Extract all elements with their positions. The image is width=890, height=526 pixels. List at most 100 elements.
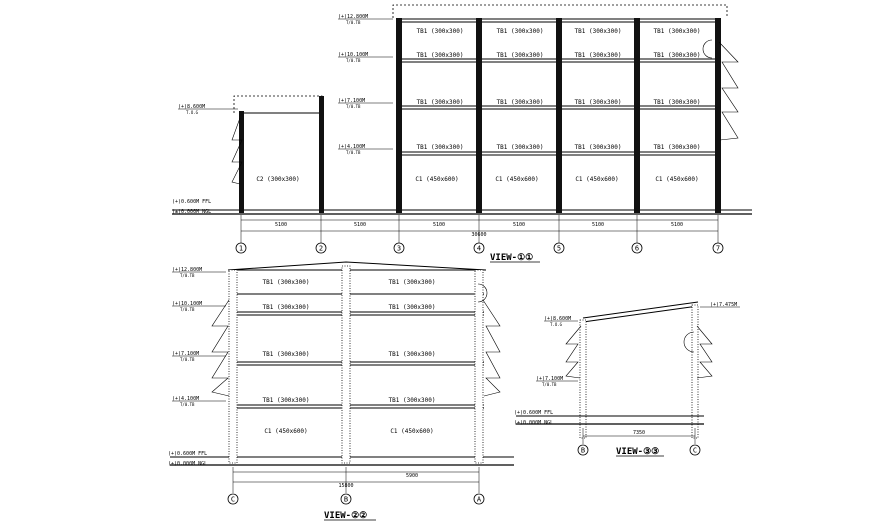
axis-label: 1 (239, 245, 243, 253)
level-label: (+)7.100M (338, 98, 365, 104)
level-sub: T.O.G (186, 110, 199, 115)
bay-dim: 5100 (354, 222, 366, 228)
axis-label: 5 (557, 245, 561, 253)
axis-label: 2 (319, 245, 323, 253)
bay-dim: 5100 (513, 222, 525, 228)
bay-dim: 5100 (275, 222, 287, 228)
beam-label: TB1 (300x300) (575, 52, 622, 59)
beam-label: TB1 (300x300) (575, 99, 622, 106)
axis-label: 3 (397, 245, 401, 253)
view-2-elevation: TB1 (300x300) TB1 (300x300) TB1 (300x300… (168, 261, 514, 521)
level-label: (+)7.475M (710, 302, 737, 308)
column-axis-b (341, 265, 351, 464)
axis-label: 4 (477, 245, 481, 253)
beam-label: TB1 (300x300) (417, 99, 464, 106)
level-label: (+)8.600M (544, 316, 571, 322)
roof-slope-top (582, 301, 699, 319)
wall-axis-b (579, 319, 587, 439)
column-label: C2 (300x300) (256, 176, 299, 183)
axis-label: 7 (716, 245, 720, 253)
beam-label: TB1 (300x300) (417, 28, 464, 35)
detail-callout (477, 283, 488, 303)
level-label: (±)0.000M NGL (172, 209, 211, 215)
view-2-beam-labels: TB1 (300x300) TB1 (300x300) TB1 (300x300… (263, 279, 436, 404)
view-2-title: VIEW-②② (324, 511, 367, 521)
beam-label: TB1 (300x300) (389, 304, 436, 311)
column-label: C1 (450x600) (495, 176, 538, 183)
column-axis-a (474, 269, 484, 464)
bay-dim: 5100 (433, 222, 445, 228)
beam-label: TB1 (300x300) (417, 52, 464, 59)
beam-label: TB1 (300x300) (575, 144, 622, 151)
level-label: (+)0.600M FFL (172, 199, 211, 205)
level-label: (+)4.100M (172, 396, 199, 402)
view-2-level-marks: (+)12.800M T/0.TB (+)10.100M T/0.TB (+)7… (168, 267, 226, 467)
axis-label: C (231, 496, 235, 504)
level-label: (+)10.100M (172, 301, 202, 307)
bay-dim: 5100 (671, 222, 683, 228)
break-line-right (696, 325, 713, 379)
detail-callout (683, 331, 695, 353)
level-label: (+)4.100M (338, 144, 365, 150)
column-axis-2 (319, 96, 324, 213)
column-axis-4 (476, 18, 482, 213)
total-dim: 15800 (338, 483, 353, 489)
view-1-level-marks: (+)12.800M T/0.TB (+)10.100M T/0.TB (+)8… (172, 14, 393, 215)
level-sub: T/0.TB (346, 150, 361, 155)
view-1-axis-bubbles: 1 2 3 4 5 6 7 (235, 242, 724, 254)
break-line-right (482, 299, 501, 397)
beam-label: TB1 (300x300) (389, 351, 436, 358)
beam-label: TB1 (300x300) (654, 99, 701, 106)
beam-label: TB1 (300x300) (389, 279, 436, 286)
axis-label: B (581, 447, 585, 455)
beam-label: TB1 (300x300) (263, 397, 310, 404)
level-label: (±)0.000M NGL (514, 420, 553, 426)
column-label: C1 (450x600) (390, 428, 433, 435)
width-dim: 7350 (633, 430, 645, 436)
break-line-right (718, 41, 739, 141)
column-axis-3 (396, 18, 402, 213)
level-sub: T/0.TB (180, 273, 195, 278)
column-label: C1 (450x600) (575, 176, 618, 183)
beam-label: TB1 (300x300) (575, 28, 622, 35)
level-sub: T.O.G (550, 322, 563, 327)
level-label: (+)7.100M (536, 376, 563, 382)
break-line-left (211, 299, 230, 397)
level-label: (+)0.600M FFL (168, 451, 207, 457)
beam-label: TB1 (300x300) (654, 28, 701, 35)
view-3-elevation: (+)8.600M T.O.G (+)7.100M T/0.TB (+)0.60… (514, 301, 740, 457)
beam-label: TB1 (300x300) (263, 351, 310, 358)
view-1-columns (239, 18, 721, 213)
level-sub: T/0.TB (346, 58, 361, 63)
beam-label: TB1 (300x300) (497, 28, 544, 35)
view-2-columns (228, 265, 484, 464)
level-label: (+)12.800M (172, 267, 202, 273)
bay-dim: 5100 (592, 222, 604, 228)
view-1-dimensions: 5100 5100 5100 5100 5100 5100 30600 (240, 215, 719, 243)
view-1-column-labels: C2 (300x300) C1 (450x600) C1 (450x600) C… (256, 176, 698, 183)
level-sub: T/0.TB (346, 20, 361, 25)
view-2-axis-bubbles: C B A (227, 493, 485, 505)
view-1-title: VIEW-①① (490, 253, 533, 263)
level-label: (+)10.100M (338, 52, 368, 58)
roof-outline (227, 261, 487, 271)
break-line-left (231, 117, 243, 185)
column-axis-7 (715, 18, 721, 213)
level-sub: T/0.TB (180, 307, 195, 312)
level-label: (+)12.800M (338, 14, 368, 20)
wall-axis-c (691, 304, 699, 439)
level-label: (±)0.000M NGL (168, 461, 207, 467)
view-3-level-marks: (+)8.600M T.O.G (+)7.100M T/0.TB (+)0.60… (514, 302, 740, 426)
parapet-high (392, 4, 728, 18)
beam-label: TB1 (300x300) (497, 144, 544, 151)
axis-label: C (693, 447, 697, 455)
axis-label: A (477, 496, 482, 504)
axis-label: 6 (635, 245, 639, 253)
column-axis-5 (556, 18, 562, 213)
view-1-elevation: TB1 (300x300) TB1 (300x300) TB1 (300x300… (172, 4, 752, 263)
column-label: C1 (450x600) (415, 176, 458, 183)
level-sub: T/0.TB (346, 104, 361, 109)
view-3-title: VIEW-③③ (616, 447, 659, 457)
column-axis-c (228, 269, 238, 464)
